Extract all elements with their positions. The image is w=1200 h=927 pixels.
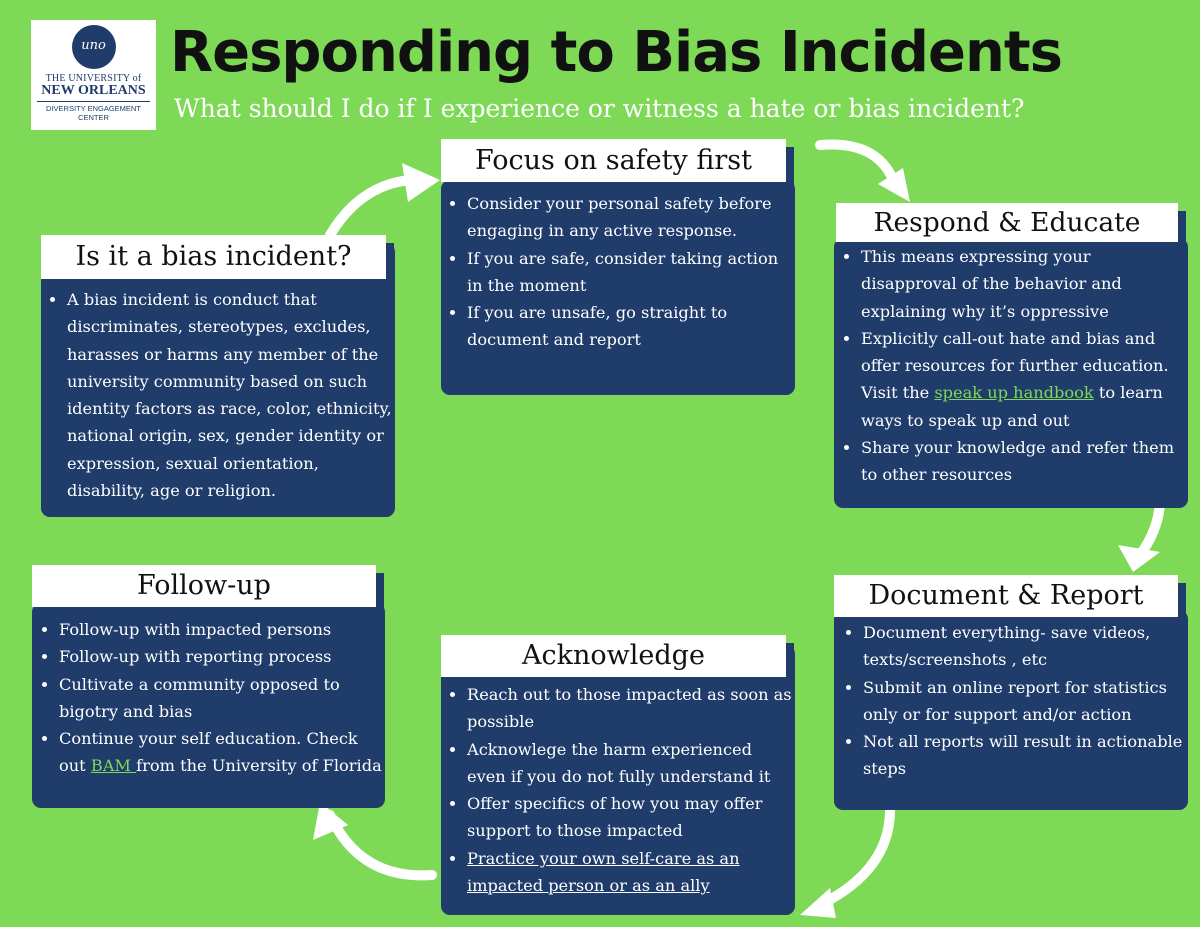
heading-document: Document & Report [834,575,1178,617]
arrow-to-respond-icon [815,139,900,190]
list-item: Consider your personal safety before eng… [467,190,795,245]
list-item: Continue your self education. Check out … [59,725,385,780]
item-text: Continue your self education. Check out [59,729,358,776]
list-item: Reach out to those impacted as soon as p… [467,681,795,736]
heading-acknowledge: Acknowledge [441,635,786,677]
heading-followup: Follow-up [32,565,376,607]
list-item: Practice your own self-care as an impact… [467,845,795,900]
logo-line1: THE UNIVERSITY of [45,73,142,84]
emblem-text: uno [81,38,106,53]
page-subtitle: What should I do if I experience or witn… [174,94,1025,123]
arrow-to-acknowledge-icon [815,805,895,910]
heading-respond: Respond & Educate [836,203,1178,242]
item-text: from the University of Florida [136,756,382,776]
arrow-to-safety-icon [325,175,415,240]
heading-is-bias: Is it a bias incident? [41,235,386,279]
list-item: Submit an online report for statistics o… [863,674,1188,729]
panel-safety: Consider your personal safety before eng… [441,180,795,395]
panel-acknowledge: Reach out to those impacted as soon as p… [441,645,795,915]
list-item: Follow-up with reporting process [59,643,385,670]
list-item: This means expressing your disapproval o… [861,243,1188,325]
university-logo: uno THE UNIVERSITY of NEW ORLEANS DIVERS… [31,20,156,130]
list-item: Share your knowledge and refer them to o… [861,434,1188,489]
list-item: Explicitly call-out hate and bias and of… [861,325,1188,434]
list-item: Cultivate a community opposed to bigotry… [59,671,385,726]
logo-line2: NEW ORLEANS [41,83,146,98]
panel-is-bias: A bias incident is conduct that discrimi… [41,243,395,517]
list-item: A bias incident is conduct that discrimi… [67,286,395,504]
bam-link[interactable]: BAM [90,756,137,776]
item-text: to learn ways to speak up and out [861,383,1163,430]
list-item: Acknowlege the harm experienced even if … [467,736,795,791]
self-care-link[interactable]: Practice your own self-care as an impact… [467,848,740,896]
list-item: Not all reports will result in actionabl… [863,728,1188,783]
speak-up-handbook-link[interactable]: speak up handbook [934,383,1094,403]
page-title: Responding to Bias Incidents [170,20,1063,85]
panel-followup: Follow-up with impacted persons Follow-u… [32,603,385,808]
item-text: Explicitly call-out hate and bias and of… [861,328,1169,403]
list-item: Offer specifics of how you may offer sup… [467,790,795,845]
heading-safety: Focus on safety first [441,139,786,182]
list-item: If you are unsafe, go straight to docume… [467,299,795,354]
list-item: Follow-up with impacted persons [59,616,385,643]
list-item: Document everything- save videos, texts/… [863,619,1188,674]
panel-document: Document everything- save videos, texts/… [834,610,1188,810]
panel-respond: This means expressing your disapproval o… [834,238,1188,508]
uno-emblem-icon: uno [71,25,116,69]
list-item: If you are safe, consider taking action … [467,245,795,300]
logo-line3: DIVERSITY ENGAGEMENT CENTER [37,101,150,122]
